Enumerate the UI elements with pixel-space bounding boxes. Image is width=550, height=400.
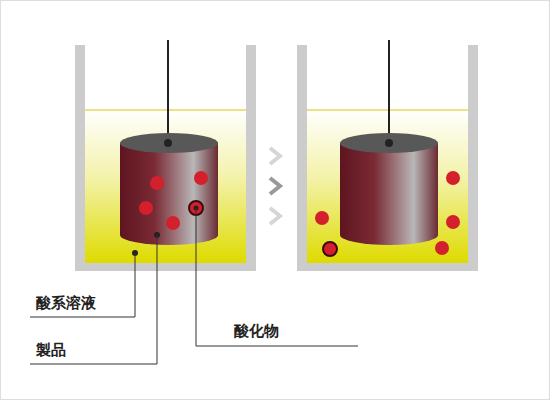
- part-label: 酸系溶液: [34, 294, 98, 312]
- tank-left: [75, 40, 256, 271]
- leader-lines: [30, 208, 358, 364]
- chevrons: [270, 148, 280, 224]
- tank-right: [297, 40, 478, 271]
- part-label: 製品: [34, 341, 68, 359]
- part-label: 酸化物: [232, 322, 281, 340]
